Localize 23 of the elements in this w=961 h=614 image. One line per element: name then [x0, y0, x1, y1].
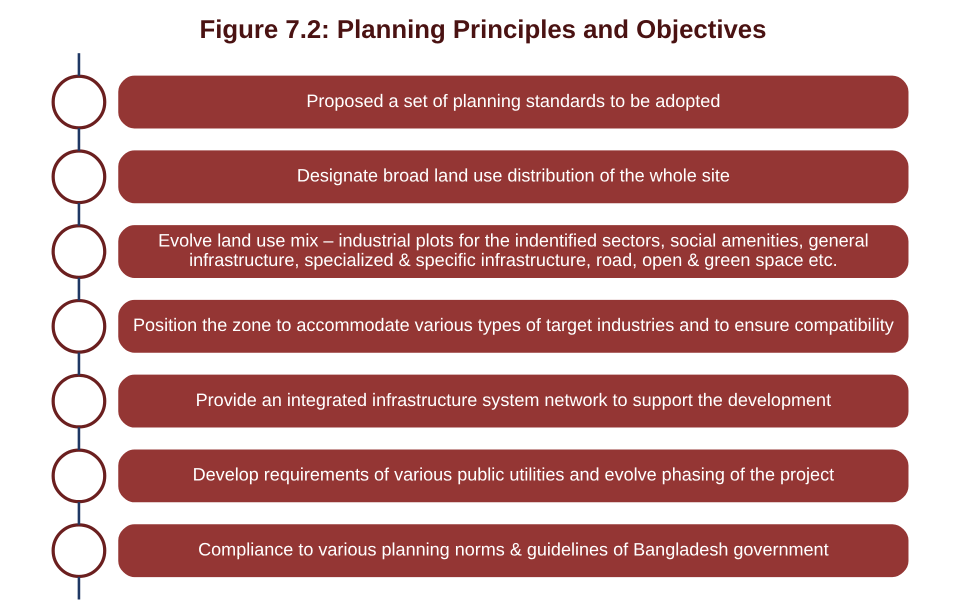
node-box: Develop requirements of various public utilities and evolve phasing of the project — [118, 449, 908, 502]
connector — [78, 502, 80, 525]
connector — [78, 576, 80, 600]
node-box: Designate broad land use distribution of the whole site — [118, 150, 908, 204]
node-circle — [52, 74, 106, 130]
node-box: Evolve land use mix – industrial plots for the indentified sectors, social amenities, general infrastructure, specialized & specific infrastructure, road, open & green space etc. — [118, 225, 908, 278]
connector — [78, 202, 80, 226]
diagram-title: Figure 7.2: Planning Principles and Objectives — [199, 16, 766, 44]
connector — [78, 278, 80, 300]
connector — [78, 128, 80, 151]
node-circle — [52, 523, 106, 578]
node-box: Proposed a set of planning standards to be adopted — [118, 76, 908, 128]
node-box: Compliance to various planning norms & guidelines of Bangladesh government — [118, 524, 908, 578]
node-circle — [52, 448, 106, 504]
node-circle — [52, 298, 106, 354]
node-circle — [52, 149, 106, 204]
connector — [78, 53, 80, 76]
connector — [78, 427, 80, 450]
connector — [78, 352, 80, 376]
node-box: Provide an integrated infrastructure system network to support the development — [118, 374, 908, 428]
node-circle — [52, 224, 106, 279]
node-circle — [52, 374, 106, 428]
node-box: Position the zone to accommodate various types of target industries and to ensure compatibility — [118, 300, 908, 353]
